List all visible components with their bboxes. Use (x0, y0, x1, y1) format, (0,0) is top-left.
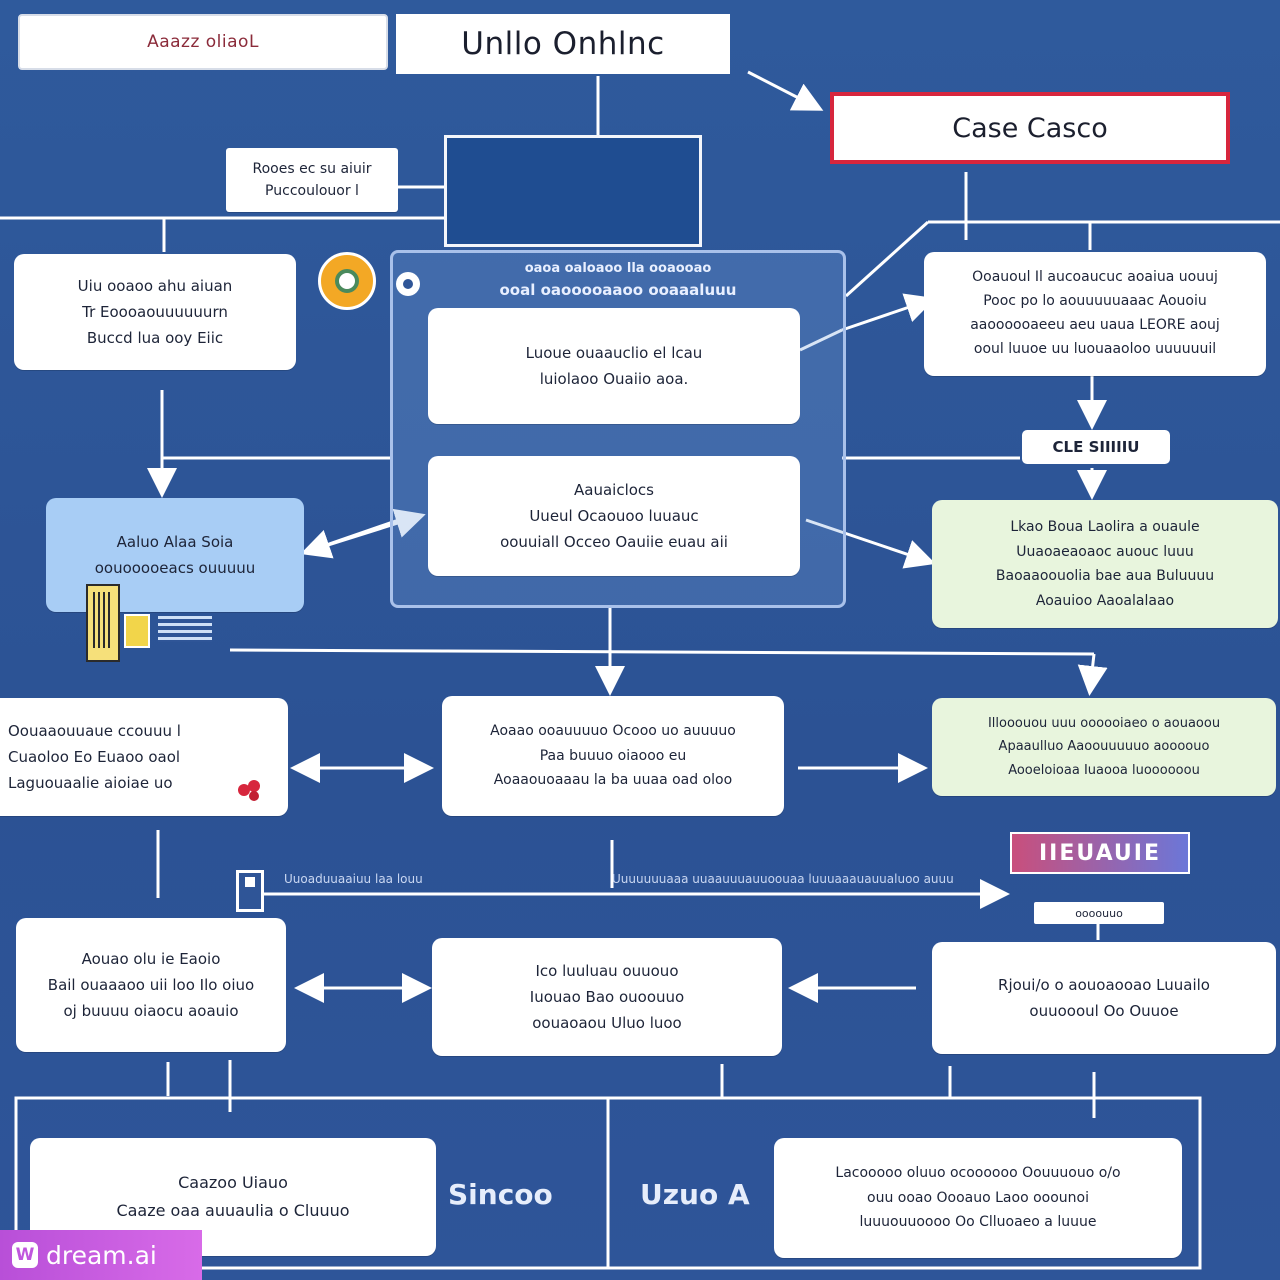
badge-banner: IIEUAUIE (1010, 832, 1190, 874)
callout-top-line: Puccoulouor l (265, 183, 359, 199)
flower-icon (232, 776, 266, 804)
center-top-box: Luoue ouaauclio el lcau luiolaoo Ouaiio … (428, 308, 800, 424)
row3-right-line: Apaaulluo Aaoouuuuuo aoooouo (998, 739, 1210, 755)
row4-center-line: Ico luuluau ouuouo (535, 961, 679, 980)
badge-subtag: oooouuo (1034, 902, 1164, 924)
row4-left-line: oj buuuu oiaocu aoauio (63, 1002, 239, 1021)
gear-badge-icon (318, 252, 376, 310)
row4-left-box: Aouao olu ie Eaoio Bail ouaaaoo uii loo … (16, 918, 286, 1052)
left-top-box: Uiu ooaoo ahu aiuan Tr Eoooaouuuuuurn Bu… (14, 254, 296, 370)
folder-icon (124, 614, 150, 648)
right-top-box-line: ooul luuoe uu luouaaoloo uuuuuuil (973, 340, 1217, 357)
left-mid-box-line: Aaluo Alaa Soia (116, 532, 234, 551)
bottom-right-label: Uzuo A (640, 1178, 750, 1211)
header-right-title-box: Case Casco (830, 92, 1230, 164)
row4-left-line: Aouao olu ie Eaoio (81, 949, 221, 968)
center-top-box-line: luiolaoo Ouaiio aoa. (539, 370, 689, 388)
bottom-left-line: Caaze oaa auuaulia o Cluuuo (116, 1201, 350, 1220)
row4-left-line: Bail ouaaaoo uii loo Ilo oiuo (47, 975, 255, 994)
right-mid-box-line: Uuaoaeaoaoc auouc luuu (1016, 543, 1194, 560)
row3-left-line: Oouaaouuaue ccouuu l (8, 721, 181, 740)
document-icon (86, 584, 120, 662)
header-right-title: Case Casco (952, 112, 1108, 144)
right-mid-box-line: Lkao Boua Laolira a ouaule (1010, 519, 1200, 535)
center-bottom-box: Aauaiclocs Uueul Ocaouoo luuauc oouuiall… (428, 456, 800, 576)
row4-right-line: ouuoooul Oo Ouuoe (1029, 1002, 1179, 1020)
row3-right-line: Illooouou uuu oooooiaeo o aouaoou (987, 715, 1221, 731)
row3-left-line: Laguouaalie aioiae uo (8, 774, 173, 793)
row3-right-line: Aooeloioaa Iuaooa luoooooou (1008, 762, 1200, 778)
right-top-box-line: Pooc po lo aouuuuuaaac Aouoiu (983, 293, 1207, 310)
header-left-title: Aaazz oliaoL (147, 32, 259, 52)
right-mid-box: Lkao Boua Laolira a ouaule Uuaoaeaoaoc a… (932, 500, 1278, 628)
edge-label-center: Uuuuuuuaaa uuaauuuauuoouaa luuuaaauauual… (612, 872, 954, 886)
center-panel-title: oaoa oaloaoo lla ooaooao ooal oaooooaaoo… (393, 259, 843, 301)
row3-center-line: Aoaaouoaaau la ba uuaa oad oloo (493, 772, 733, 789)
right-top-box-line: aaoooooaeeu aeu uaua LEORE aouj (970, 317, 1220, 333)
bottom-center-label: Sincoo (448, 1178, 553, 1211)
row3-center-box: Aoaao ooauuuuo Ocooo uo auuuuo Paa buuuo… (442, 696, 784, 816)
right-mid-box-line: Baoaaoouolia bae aua Buluuuu (995, 568, 1215, 584)
right-top-box: Ooauoul Il aucoaucuc aoaiua uouuj Pooc p… (924, 252, 1266, 376)
row3-left-line: Cuaoloo Eo Euaoo oaol (8, 747, 181, 766)
row3-center-line: Aoaao ooauuuuo Ocooo uo auuuuo (490, 723, 736, 740)
row4-center-line: oouaoaou Uluo luoo (532, 1014, 682, 1033)
center-top-box-line: Luoue ouaauclio el lcau (525, 343, 703, 362)
header-center-title: Unllo Onhlnc (461, 26, 665, 62)
panel-dot-icon (396, 272, 420, 296)
callout-top-line: Rooes ec su aiuir (252, 160, 372, 177)
row3-center-line: Paa buuuo oiaooo eu (539, 747, 687, 764)
right-top-box-line: Ooauoul Il aucoaucuc aoaiua uouuj (972, 269, 1218, 286)
bottom-right-line: luuuouuoooo Oo Clluoaeo a luuue (859, 1214, 1097, 1231)
center-bottom-box-line: Aauaiclocs (574, 480, 654, 499)
right-tag: CLE SIIIIIU (1022, 430, 1170, 464)
header-center-title-box: Unllo Onhlnc (396, 14, 730, 74)
row4-right-box: Rjoui/o o aouoaooao Luuailo ouuoooul Oo … (932, 942, 1276, 1054)
left-mid-box: Aaluo Alaa Soia oouooooeacs ouuuuu (46, 498, 304, 612)
row3-right-box: Illooouou uuu oooooiaeo o aouaoou Apaaul… (932, 698, 1276, 796)
row4-center-box: Ico luuluau ouuouo Iuouao Bao ouoouuo oo… (432, 938, 782, 1056)
row4-right-line: Rjoui/o o aouoaooao Luuailo (998, 975, 1210, 994)
watermark: W dream.ai (0, 1230, 202, 1280)
left-top-box-line: Buccd lua ooy Eiic (86, 329, 224, 348)
list-lines-icon (158, 616, 212, 642)
bottom-left-line: Caazoo Uiauo (178, 1173, 288, 1192)
bottom-right-line: Lacooooo oluuo ocoooooo Oouuuouo o/o (835, 1165, 1121, 1182)
header-left-title-box: Aaazz oliaoL (18, 14, 388, 70)
phone-icon (236, 870, 264, 912)
right-mid-box-line: Aoauioo Aaoalalaao (1035, 592, 1175, 609)
center-bottom-box-line: oouuiall Occeo Oauiie euau aii (500, 533, 728, 552)
center-panel-title-line: oaoa oaloaoo lla ooaooao (524, 261, 712, 276)
left-top-box-line: Tr Eoooaouuuuuurn (82, 302, 228, 321)
hub-box (444, 135, 702, 247)
dream-logo-icon: W (12, 1242, 38, 1268)
edge-label-left: Uuoaduuaaiuu laa louu (284, 872, 423, 886)
left-top-box-line: Uiu ooaoo ahu aiuan (77, 276, 233, 295)
center-panel-title-line: ooal oaooooaaoo ooaaaluuu (499, 280, 737, 299)
bottom-right-line: ouu ooao Oooauo Laoo ooounoi (867, 1189, 1089, 1206)
row4-center-line: Iuouao Bao ouoouuo (529, 987, 685, 1006)
left-mid-box-line: oouooooeacs ouuuuu (94, 559, 256, 577)
center-bottom-box-line: Uueul Ocaouoo luuauc (529, 506, 699, 525)
watermark-text: dream.ai (46, 1240, 157, 1270)
callout-top-box: Rooes ec su aiuir Puccoulouor l (226, 148, 398, 212)
row3-left-box: Oouaaouuaue ccouuu l Cuaoloo Eo Euaoo oa… (0, 698, 288, 816)
bottom-right-box: Lacooooo oluuo ocoooooo Oouuuouo o/o ouu… (774, 1138, 1182, 1258)
